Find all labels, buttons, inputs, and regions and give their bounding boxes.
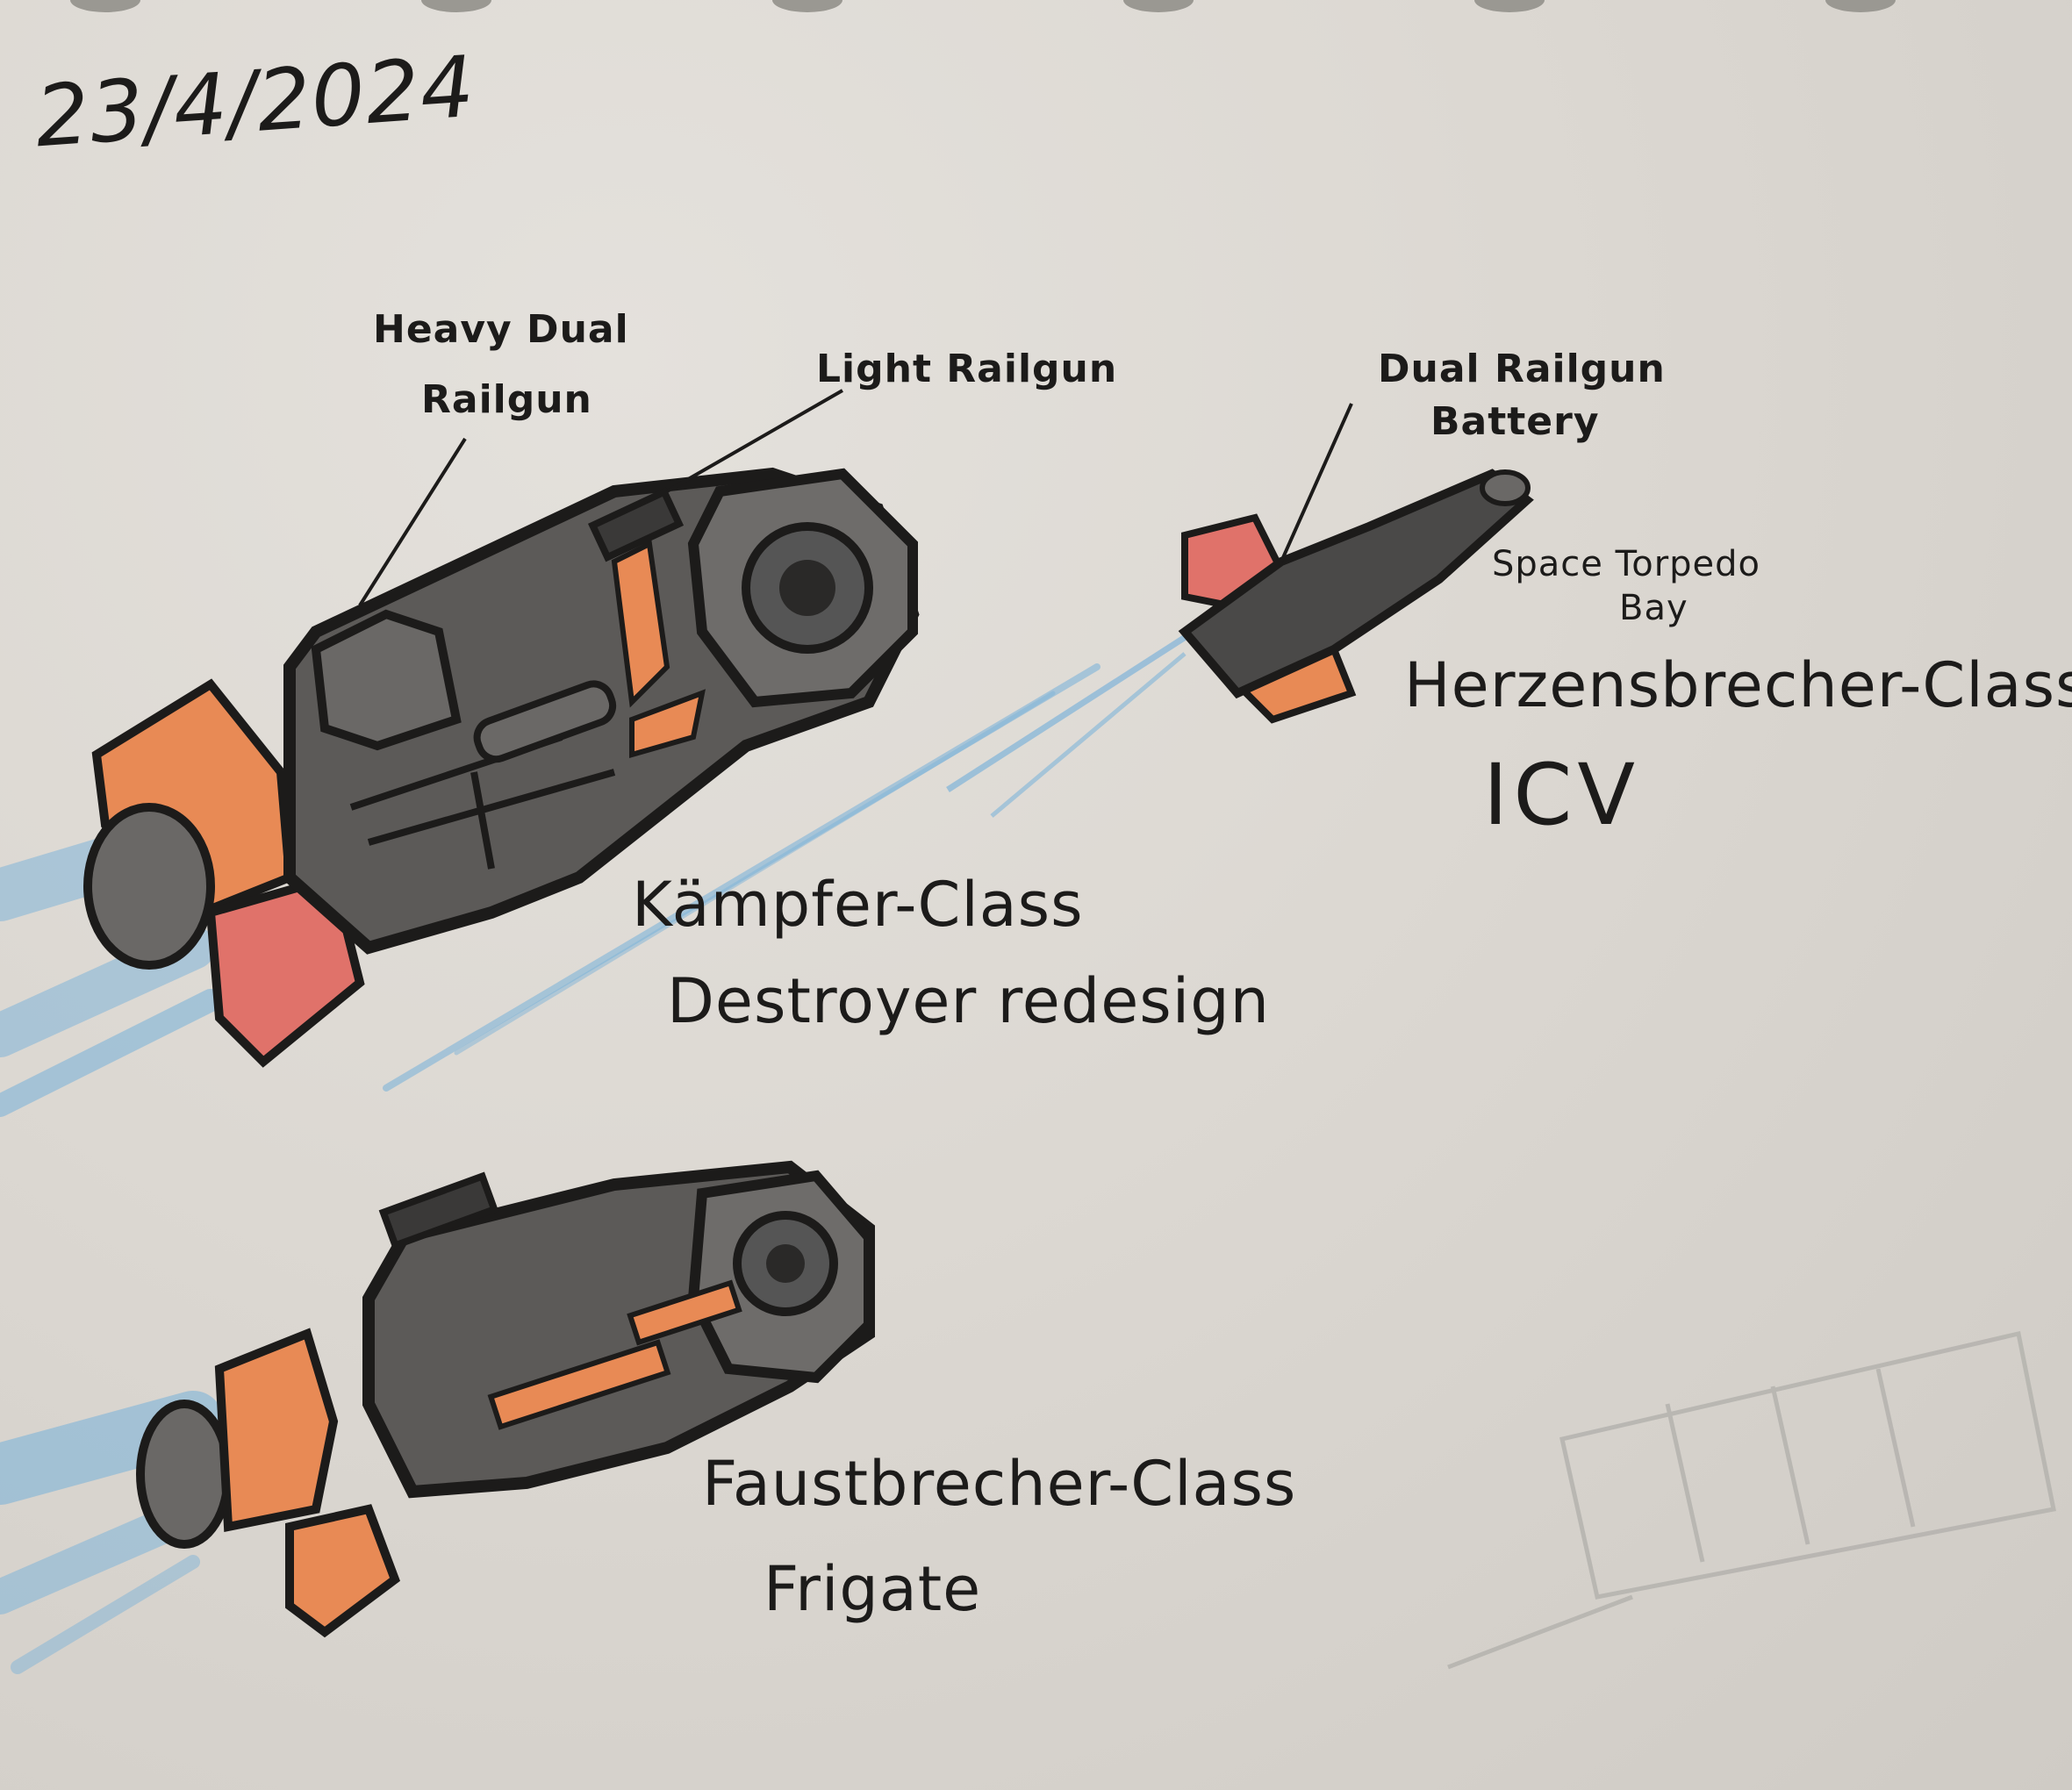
label-space-torpedo-bay-1: Space Torpedo — [1492, 544, 1761, 584]
label-heavy-dual-railgun-1: Heavy Dual — [373, 307, 629, 352]
icv-hull — [1178, 469, 1534, 699]
faint-pencil-sketch — [1447, 1330, 2056, 1670]
frigate-lower-fin — [285, 1504, 400, 1638]
kampfer-heavy-dual-railgun — [311, 609, 462, 751]
spiral-holes — [70, 0, 1896, 12]
label-dual-railgun-battery-1: Dual Railgun — [1378, 347, 1666, 391]
faustbrecher-frigate-drawing — [0, 1160, 875, 1674]
herzensbrecher-icv-drawing — [946, 403, 1534, 818]
label-dual-railgun-battery-2: Battery — [1430, 399, 1600, 444]
label-heavy-dual-railgun-2: Railgun — [421, 377, 592, 422]
label-space-torpedo-bay-2: Bay — [1619, 588, 1688, 628]
frigate-class-name: Faustbrecher-Class — [702, 1448, 1297, 1520]
destroyer-type: Destroyer redesign — [667, 965, 1270, 1037]
frigate-type: Frigate — [764, 1553, 982, 1625]
icv-class-name: Herzensbrecher-Class — [1404, 649, 2072, 721]
kampfer-destroyer-drawing — [0, 389, 1101, 1117]
destroyer-class-name: Kämpfer-Class — [632, 869, 1084, 941]
frigate-upper-fin — [214, 1328, 339, 1533]
label-light-railgun: Light Railgun — [816, 347, 1118, 391]
icv-type: ICV — [1483, 746, 1641, 844]
